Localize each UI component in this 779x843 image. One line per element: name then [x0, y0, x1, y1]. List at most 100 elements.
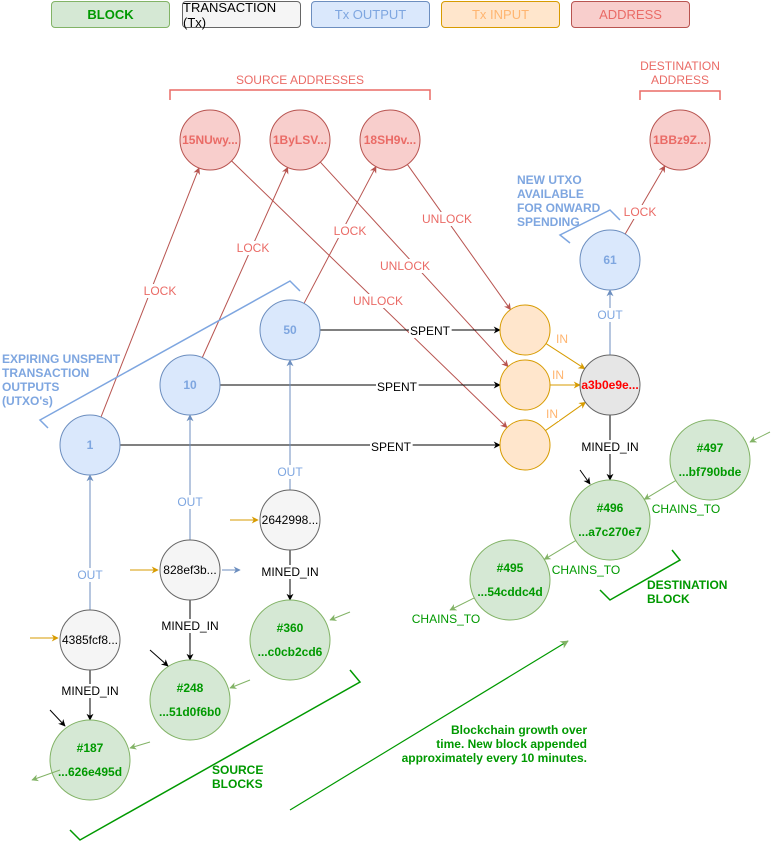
- address-node[interactable]: 1BBz9Z...: [649, 109, 711, 171]
- edge-mined-in: MINED_IN: [260, 550, 320, 601]
- legend-block: BLOCK: [51, 1, 170, 28]
- edge-label: IN: [546, 407, 558, 421]
- output-label: 50: [283, 323, 297, 337]
- note-line: FOR ONWARD: [517, 201, 601, 215]
- edge-label: LOCK: [624, 205, 657, 219]
- tx-label: 828ef3b...: [163, 563, 216, 577]
- input-node[interactable]: [499, 304, 551, 356]
- block-node[interactable]: #360...c0cb2cd6: [249, 599, 331, 681]
- destination-address-bracket: [639, 90, 721, 100]
- address-label: 1ByLSV...: [273, 133, 327, 147]
- growth-arrow: [289, 640, 569, 811]
- edge-mined-in: MINED_IN: [60, 670, 120, 721]
- edge-unlock: UNLOCK: [319, 161, 509, 368]
- note-line: NEW UTXO: [517, 173, 582, 187]
- address-label: 1BBz9Z...: [653, 133, 707, 147]
- block-height: #497: [697, 441, 724, 455]
- legend-address: ADDRESS: [571, 1, 690, 28]
- stub-arrow: [229, 679, 251, 689]
- stub-arrow: [31, 769, 61, 782]
- block-height: #496: [597, 501, 624, 515]
- edge-label: SPENT: [410, 324, 451, 338]
- destination-block-note: DESTINATION BLOCK: [647, 578, 727, 606]
- tx-node[interactable]: 828ef3b...: [159, 539, 221, 601]
- note-line: AVAILABLE: [517, 187, 584, 201]
- address-label: 15NUwy...: [182, 133, 238, 147]
- edge-label: CHAINS_TO: [552, 563, 620, 577]
- legend-tx-input: Tx INPUT: [441, 1, 560, 28]
- legend-tx-output: Tx OUTPUT: [311, 1, 430, 28]
- note-line: SOURCE: [212, 763, 264, 777]
- tx-node[interactable]: 4385fcf8...: [59, 609, 121, 671]
- edge-label: OUT: [77, 568, 103, 582]
- edge-label: UNLOCK: [422, 212, 472, 226]
- address-node[interactable]: 18SH9v...: [359, 109, 421, 171]
- edge-lock: LOCK: [303, 165, 377, 304]
- note-line: OUTPUTS: [2, 380, 60, 394]
- note-line: time. New block appended: [436, 737, 587, 751]
- output-node[interactable]: 50: [259, 299, 321, 361]
- edge-spent: SPENT: [320, 324, 501, 338]
- block-node[interactable]: #248...51d0f6b0: [149, 659, 231, 741]
- edge-label: IN: [556, 332, 568, 346]
- block-height: #360: [277, 621, 304, 635]
- edge-lock: LOCK: [201, 166, 289, 358]
- edge-label: MINED_IN: [61, 684, 118, 698]
- edge-label: MINED_IN: [261, 565, 318, 579]
- note-line: SPENDING: [517, 215, 580, 229]
- edge-label: OUT: [177, 495, 203, 509]
- legend-transaction-tx: TRANSACTION (Tx): [182, 0, 301, 30]
- block-node[interactable]: #187...626e495d: [49, 719, 131, 801]
- edge-spent: SPENT: [220, 380, 501, 394]
- new-utxo-bracket: [558, 209, 621, 244]
- note-line: DESTINATION: [647, 578, 728, 592]
- address-label: 18SH9v...: [364, 133, 416, 147]
- edge-label: CHAINS_TO: [652, 502, 720, 516]
- source-blocks-note: SOURCE BLOCKS: [212, 763, 263, 791]
- note-line: approximately every 10 minutes.: [401, 751, 587, 765]
- output-label: 10: [183, 378, 197, 392]
- note-line: (UTXO's): [2, 394, 53, 408]
- edge-mined-in: MINED_IN: [160, 600, 220, 661]
- input-node[interactable]: [499, 359, 551, 411]
- stub-arrow: [129, 741, 151, 750]
- edge-out: OUT: [76, 474, 105, 610]
- note-line: ADDRESS: [650, 73, 709, 87]
- block-hash: ...a7c270e7: [578, 525, 642, 539]
- output-node[interactable]: 10: [159, 354, 221, 416]
- edge-in: IN: [550, 368, 581, 389]
- note-line: TRANSACTION: [2, 366, 90, 380]
- edge-label: OUT: [277, 465, 303, 479]
- output-node[interactable]: 61: [579, 229, 641, 291]
- edge-unlock: UNLOCK: [231, 160, 508, 429]
- output-node[interactable]: 1: [59, 414, 121, 476]
- edge-label: OUT: [597, 308, 623, 322]
- destination-block-bracket: [599, 549, 682, 601]
- tx-label: 2642998...: [262, 513, 319, 527]
- source-blocks-bracket: [69, 669, 362, 841]
- edge-chains-to: CHAINS_TO: [410, 597, 482, 626]
- stub-arrow: [749, 431, 771, 443]
- block-node[interactable]: #496 ...a7c270e7: [569, 479, 651, 561]
- block-hash: ...bf790bde: [679, 465, 742, 479]
- edge-unlock: UNLOCK: [406, 164, 511, 311]
- edge-label: MINED_IN: [581, 440, 638, 454]
- tx-node[interactable]: 2642998...: [259, 489, 321, 551]
- stub-arrow: [329, 611, 351, 621]
- block-node[interactable]: #497 ...bf790bde: [669, 419, 751, 501]
- block-node[interactable]: #495...54cddc4d: [469, 539, 551, 621]
- note-line: EXPIRING UNSPENT: [2, 352, 121, 366]
- input-node[interactable]: [499, 419, 551, 471]
- edge-chains-to: CHAINS_TO: [543, 540, 622, 577]
- address-node[interactable]: 15NUwy...: [179, 109, 241, 171]
- output-label: 61: [603, 253, 617, 267]
- edge-mined-in: MINED_IN: [580, 415, 640, 481]
- address-node[interactable]: 1ByLSV...: [269, 109, 331, 171]
- tx-node[interactable]: a3b0e9e...: [579, 354, 641, 416]
- tx-label: a3b0e9e...: [581, 378, 638, 392]
- stub-arrow: [49, 709, 66, 727]
- tx-label: 4385fcf8...: [62, 633, 118, 647]
- edge-label: LOCK: [334, 224, 367, 238]
